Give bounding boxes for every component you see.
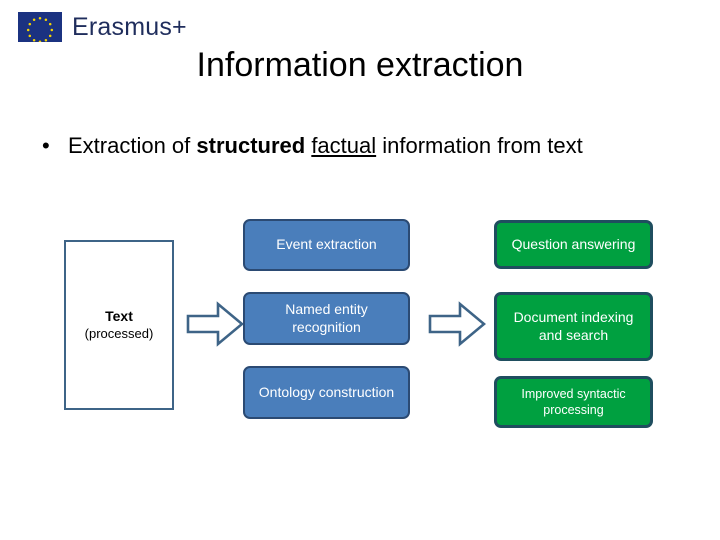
source-text-line2: (processed) <box>84 325 154 341</box>
bullet-list: • Extraction of structured factual infor… <box>42 131 662 160</box>
source-text-line1: Text <box>105 308 133 325</box>
application-node-question-answering[interactable]: Question answering <box>494 220 653 269</box>
bullet-text: Extraction of structured factual informa… <box>68 131 662 160</box>
bullet-text-bold: structured <box>196 133 306 158</box>
page-title: Information extraction <box>196 46 524 84</box>
source-text-box: Text (processed) <box>64 240 174 410</box>
arrow-right-icon-1 <box>186 300 244 348</box>
bullet-text-pre: Extraction of <box>68 133 197 158</box>
task-node-event-extraction[interactable]: Event extraction <box>243 219 410 271</box>
task-node-named-entity-recognition[interactable]: Named entity recognition <box>243 292 410 345</box>
application-node-document-indexing-and-search[interactable]: Document indexing and search <box>494 292 653 361</box>
eu-flag-icon <box>18 12 62 42</box>
application-node-improved-syntactic-processing[interactable]: Improved syntactic processing <box>494 376 653 428</box>
list-item: • Extraction of structured factual infor… <box>42 131 662 160</box>
task-node-ontology-construction[interactable]: Ontology construction <box>243 366 410 419</box>
arrow-right-icon-2 <box>428 300 486 348</box>
bullet-marker-icon: • <box>42 133 50 158</box>
erasmus-logo: Erasmus+ <box>18 12 187 42</box>
bullet-text-underline: factual <box>311 133 377 158</box>
erasmus-wordmark: Erasmus+ <box>72 12 187 41</box>
bullet-text-post: information from text <box>376 133 583 158</box>
